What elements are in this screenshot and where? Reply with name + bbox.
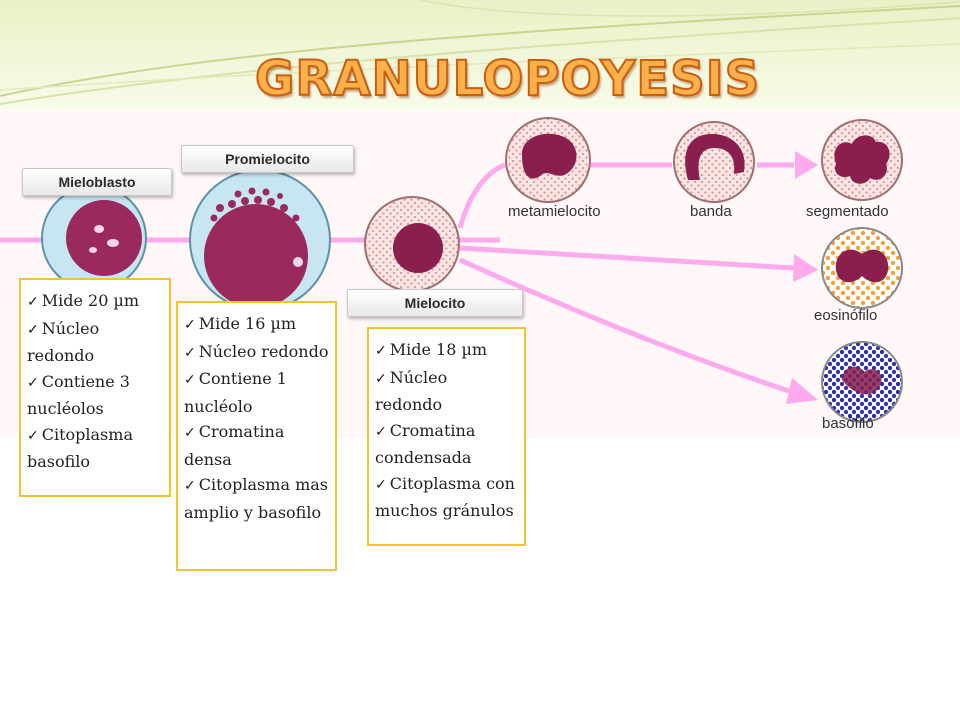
- feature-item: ✓Contiene 1 nucléolo: [184, 369, 287, 416]
- mieloblasto-cell: [41, 185, 147, 291]
- check-icon: ✓: [184, 478, 196, 494]
- mielocito-label: Mielocito: [347, 289, 523, 317]
- feature-item: ✓Mide 16 µm: [184, 314, 297, 333]
- check-icon: ✓: [375, 476, 387, 493]
- slide-title: GRANULOPOYESIS: [254, 51, 761, 107]
- feature-item: ✓Núcleo redondo: [27, 318, 100, 366]
- promielocito-cell: [189, 169, 331, 311]
- check-icon: ✓: [27, 321, 39, 338]
- promielocito-feature-list: ✓Mide 16 µm ✓Núcleo redondo ✓Contiene 1 …: [184, 311, 329, 525]
- banda-cell: [673, 121, 755, 203]
- mielocito-info-box: ✓Mide 18 µm ✓Núcleo redondo ✓Cromatina c…: [367, 327, 526, 546]
- granulopoiesis-diagram: metamielocito banda segmentado eosinófil…: [0, 117, 903, 432]
- feature-item: ✓Citoplasma basofilo: [27, 424, 133, 472]
- mielocito-cell: [364, 196, 460, 292]
- promielocito-label: Promielocito: [181, 145, 354, 173]
- branch-arrows: [457, 151, 818, 404]
- mieloblasto-info-box: ✓Mide 20 µm ✓Núcleo redondo ✓Contiene 3 …: [19, 278, 171, 497]
- basofilo-cell: [821, 341, 903, 423]
- mieloblasto-label: Mieloblasto: [22, 168, 172, 196]
- basofilo-label: basófilo: [822, 415, 874, 432]
- eosinofilo-label: eosinófilo: [814, 307, 877, 324]
- check-icon: ✓: [27, 427, 39, 444]
- check-icon: ✓: [27, 374, 39, 391]
- check-icon: ✓: [184, 317, 196, 333]
- mielocito-feature-list: ✓Mide 18 µm ✓Núcleo redondo ✓Cromatina c…: [375, 337, 518, 524]
- feature-item: ✓Mide 20 µm: [27, 291, 140, 310]
- check-icon: ✓: [375, 423, 387, 440]
- promielocito-info-box: ✓Mide 16 µm ✓Núcleo redondo ✓Contiene 1 …: [176, 301, 337, 571]
- mieloblasto-feature-list: ✓Mide 20 µm ✓Núcleo redondo ✓Contiene 3 …: [27, 288, 163, 475]
- check-icon: ✓: [375, 370, 387, 387]
- segmentado-label: segmentado: [806, 203, 889, 220]
- metamielocito-label: metamielocito: [508, 203, 601, 220]
- feature-item: ✓Núcleo redondo: [184, 341, 329, 361]
- check-icon: ✓: [184, 425, 196, 441]
- feature-item: ✓Contiene 3 nucléolos: [27, 371, 130, 419]
- segmentado-cell: [821, 119, 903, 201]
- eosinofilo-cell: [821, 227, 903, 309]
- check-icon: ✓: [184, 344, 196, 361]
- feature-item: ✓Cromatina densa: [184, 422, 285, 469]
- decorative-waves: [0, 0, 960, 110]
- check-icon: ✓: [375, 343, 387, 359]
- feature-item: ✓Citoplasma con muchos gránulos: [375, 473, 515, 521]
- check-icon: ✓: [184, 372, 196, 388]
- feature-item: ✓Cromatina condensada: [375, 420, 476, 468]
- banda-label: banda: [690, 203, 732, 220]
- feature-item: ✓Mide 18 µm: [375, 340, 488, 359]
- metamielocito-cell: [505, 117, 591, 203]
- feature-item: ✓Citoplasma mas amplio y basofilo: [184, 475, 328, 522]
- feature-item: ✓Núcleo redondo: [375, 367, 448, 415]
- check-icon: ✓: [27, 294, 39, 310]
